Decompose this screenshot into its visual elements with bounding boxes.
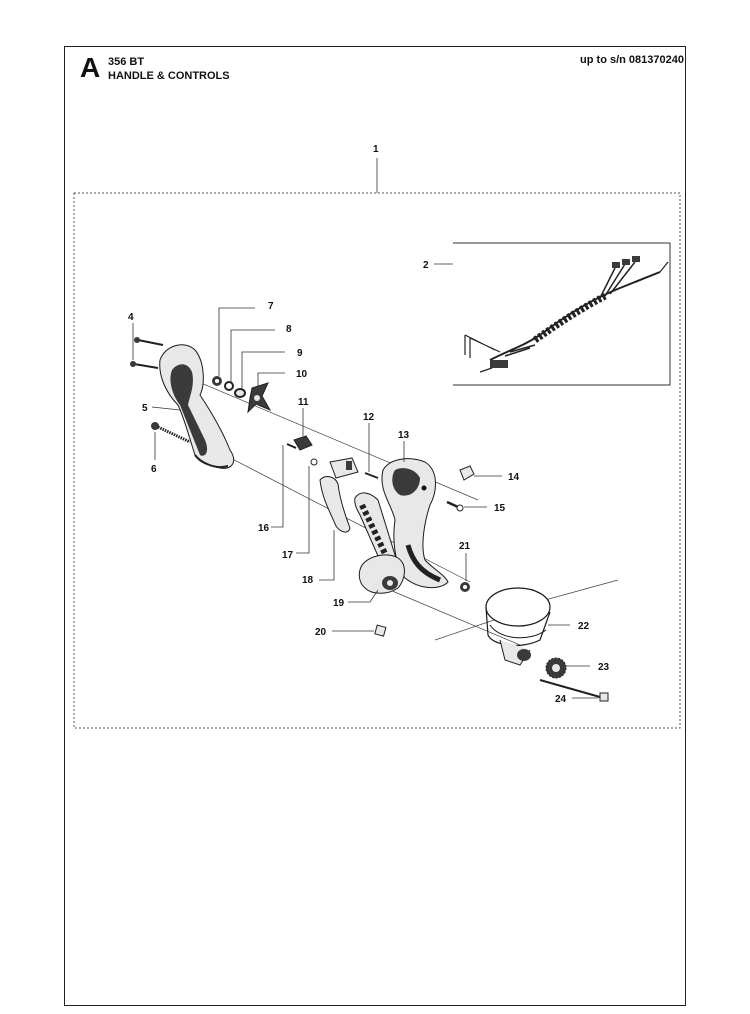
callout-8: 8	[286, 324, 292, 335]
grip-housing-13	[381, 458, 449, 588]
throttle-lock-11	[293, 435, 313, 451]
callout-21: 21	[459, 541, 471, 552]
cap-14	[459, 465, 475, 481]
callout-15: 15	[494, 503, 506, 514]
callout-7: 7	[268, 301, 274, 312]
page-frame	[64, 46, 686, 1006]
callout-22: 22	[578, 621, 590, 632]
callout-11: 11	[298, 397, 309, 408]
harness-box	[453, 242, 671, 386]
callout-9: 9	[297, 348, 303, 359]
callout-23: 23	[598, 662, 610, 673]
square-nut-20	[374, 624, 387, 637]
assembly-axis-clamp-bottom	[434, 617, 501, 641]
callout-18: 18	[302, 575, 314, 586]
wiring-harness	[464, 256, 669, 373]
section-title: HANDLE & CONTROLS	[108, 70, 230, 82]
washer-9	[234, 388, 246, 398]
callout-16: 16	[258, 523, 270, 534]
clamp-tube-19	[358, 554, 405, 594]
callout-12: 12	[363, 412, 375, 423]
bolt-24	[539, 679, 609, 702]
callout-20: 20	[315, 627, 327, 638]
callout-14: 14	[508, 472, 520, 483]
screw-15	[446, 500, 464, 512]
bolt-6	[151, 422, 191, 444]
callout-13: 13	[398, 430, 410, 441]
callout-6: 6	[151, 464, 157, 475]
nut-7	[212, 376, 222, 386]
callout-1: 1	[373, 144, 379, 155]
knob-10	[247, 382, 272, 414]
switch-parts	[286, 443, 359, 479]
serial-range: up to s/n 081370240	[580, 54, 684, 66]
screws-4	[130, 337, 164, 369]
callout-17: 17	[282, 550, 294, 561]
callout-24: 24	[555, 694, 567, 705]
callout-2: 2	[423, 260, 429, 271]
callout-4: 4	[128, 312, 134, 323]
assembly-boundary	[73, 192, 681, 729]
callout-19: 19	[333, 598, 345, 609]
band-clamp-22	[485, 587, 551, 666]
throttle-trigger-18	[319, 476, 351, 533]
section-letter: A	[80, 52, 101, 83]
nut-21	[460, 582, 470, 592]
callout-10: 10	[296, 369, 308, 380]
washer-8	[224, 381, 234, 391]
model-name: 356 BT	[108, 56, 145, 68]
star-knob-23	[545, 657, 567, 679]
handle-half-5	[159, 344, 235, 469]
callout-5: 5	[142, 403, 148, 414]
pin-12	[364, 472, 379, 479]
assembly-axis-clamp-top	[544, 579, 619, 601]
assembly-axis-clamp	[389, 589, 521, 646]
